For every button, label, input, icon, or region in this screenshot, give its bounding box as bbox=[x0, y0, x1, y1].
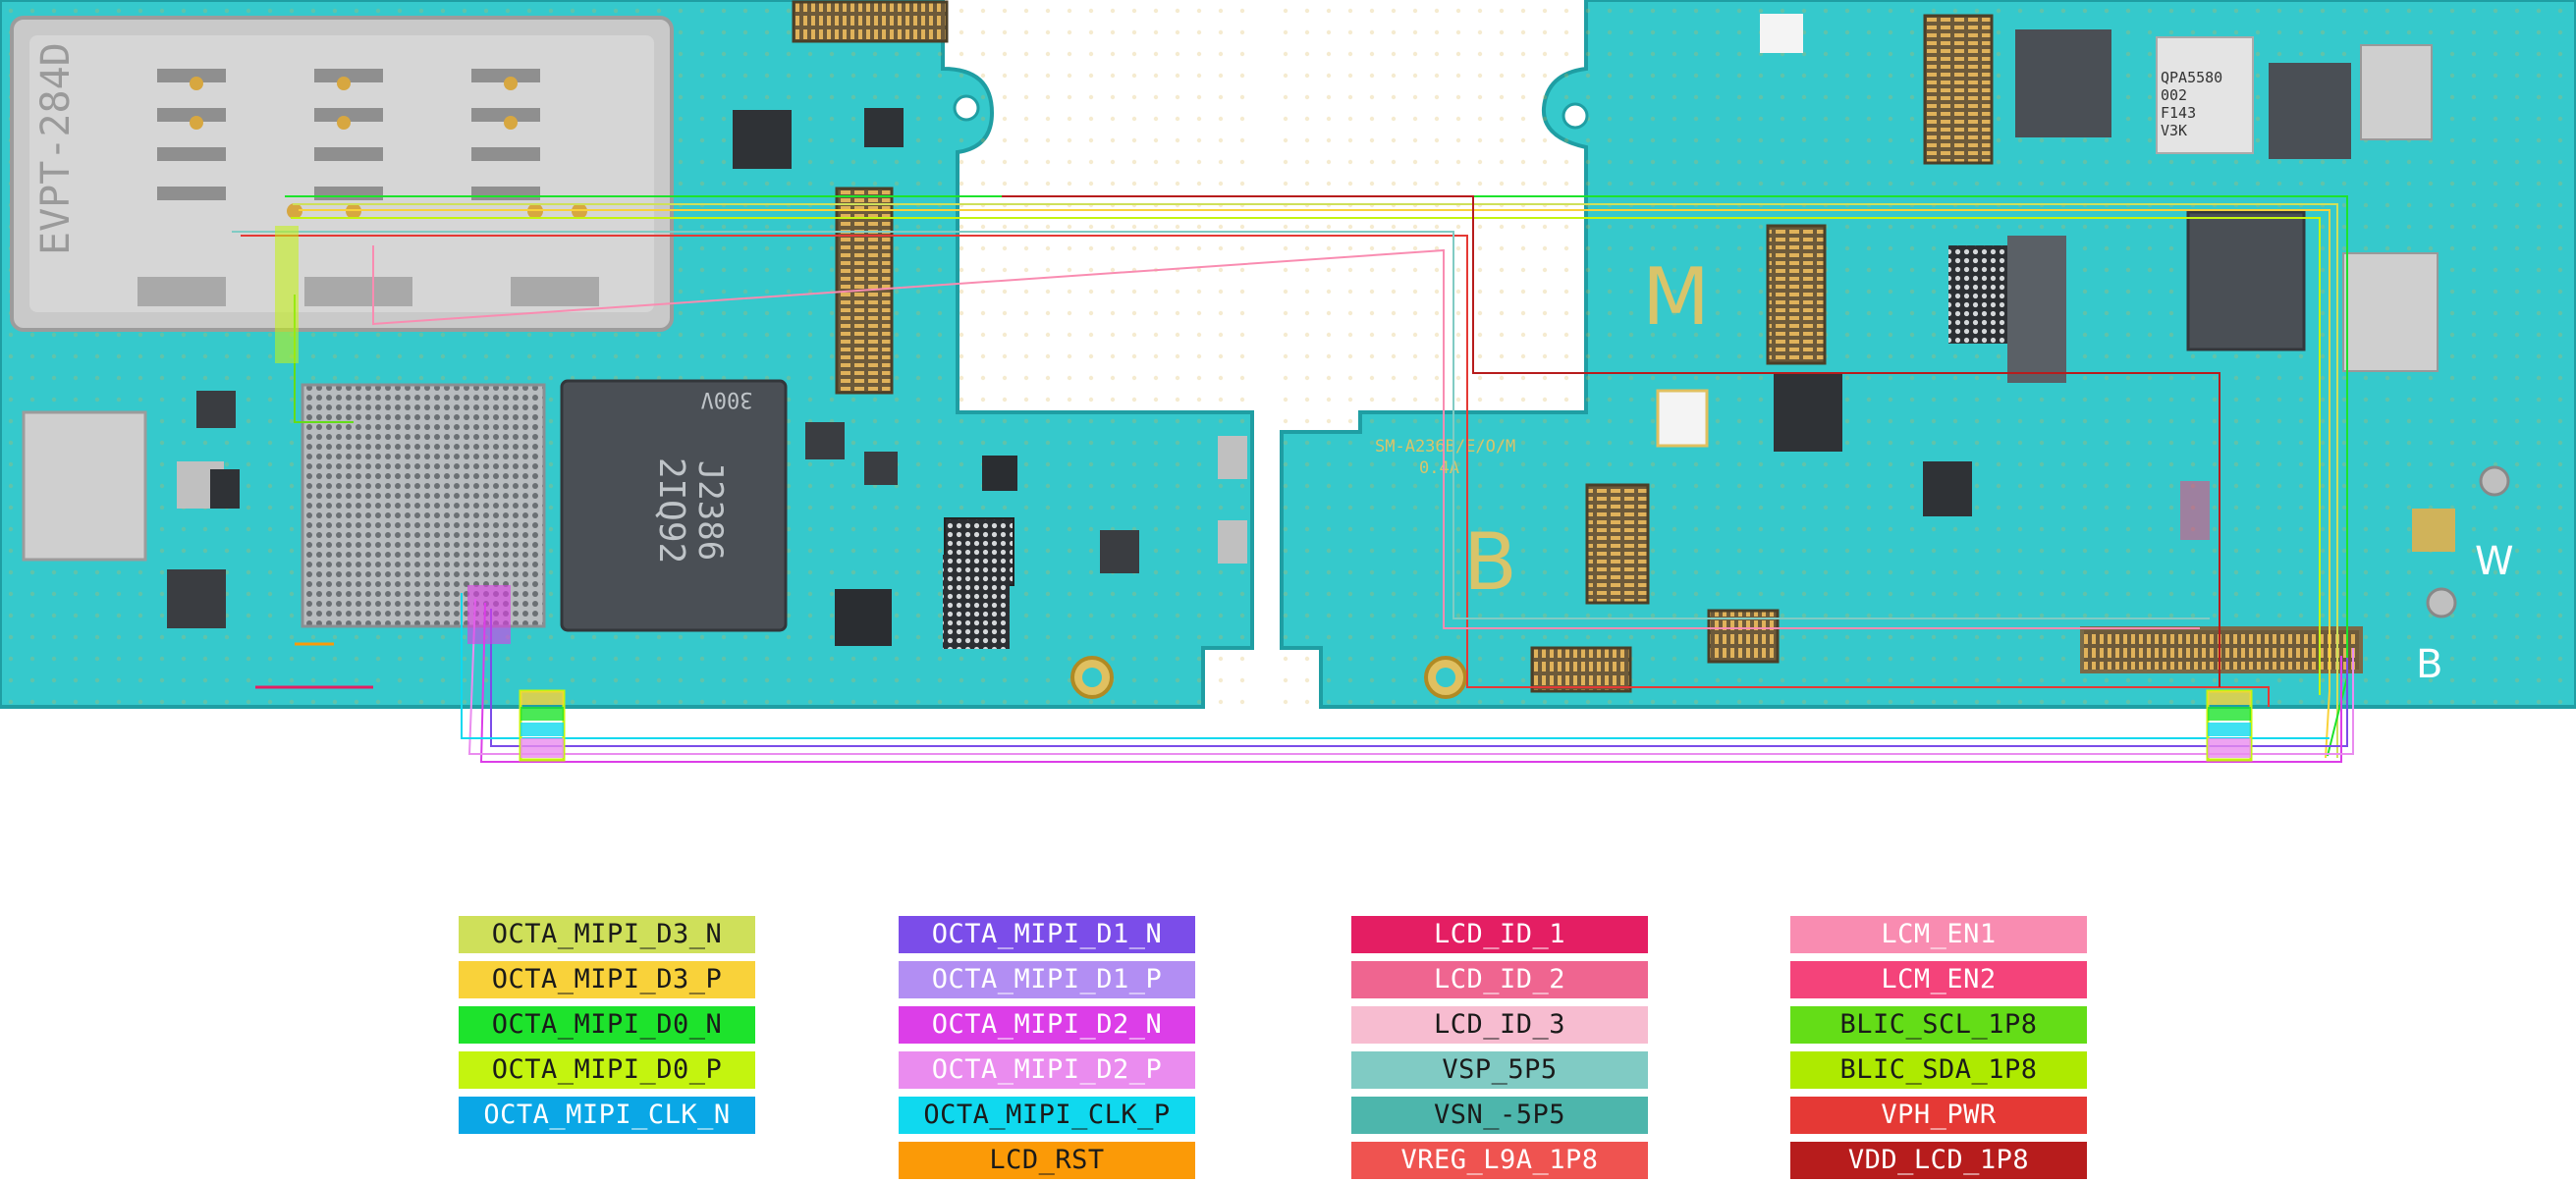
led-component bbox=[1656, 389, 1709, 448]
sub-connector bbox=[1766, 224, 1827, 365]
trace-clk bbox=[461, 593, 2329, 739]
legend-lcd-id-2: LCD_ID_2 bbox=[1351, 961, 1648, 998]
legend-vsp-5p5: VSP_5P5 bbox=[1351, 1051, 1648, 1089]
legend-lcd-rst: LCD_RST bbox=[899, 1142, 1195, 1179]
trace-vdd bbox=[1002, 195, 2220, 687]
board-revision-label: 0.4A bbox=[1419, 458, 1459, 478]
bottom-small-connector bbox=[1530, 646, 1632, 693]
trace-lcm bbox=[372, 245, 2200, 629]
emmc-marking-2: J2386 bbox=[690, 460, 730, 561]
silk-w: W bbox=[2475, 539, 2514, 584]
left-shield-can bbox=[22, 410, 147, 562]
legend-octa-mipi-d3-n: OCTA_MIPI_D3_N bbox=[459, 916, 755, 953]
silk-b-right: B bbox=[2416, 642, 2442, 687]
chip-marking-1: QPA5580 bbox=[2161, 69, 2222, 86]
legend-lcd-id-1: LCD_ID_1 bbox=[1351, 916, 1648, 953]
right-shield-top bbox=[2360, 44, 2433, 140]
legend-octa-mipi-d1-p: OCTA_MIPI_D1_P bbox=[899, 961, 1195, 998]
trace-d0-p bbox=[291, 217, 2321, 695]
trace-vsp bbox=[232, 231, 2210, 619]
dark-chip-a bbox=[1774, 373, 1842, 452]
lcd-flex-connector bbox=[2080, 626, 2363, 673]
emmc-chip bbox=[560, 379, 788, 632]
emmc-marking-3: 300V bbox=[701, 387, 753, 411]
legend-octa-mipi-d0-n: OCTA_MIPI_D0_N bbox=[459, 1006, 755, 1044]
small-bga bbox=[943, 555, 1010, 649]
right-shield-mid bbox=[2342, 252, 2439, 372]
chip-marking-2: 002 bbox=[2161, 86, 2187, 104]
right-board: SM-A236B/E/O/M 0.4A M B B W QPA5580 002 … bbox=[1280, 0, 2576, 709]
chip-marking-3: F143 bbox=[2161, 104, 2196, 122]
legend-lcd-id-3: LCD_ID_3 bbox=[1351, 1006, 1648, 1044]
legend-octa-mipi-d2-n: OCTA_MIPI_D2_N bbox=[899, 1006, 1195, 1044]
white-pad bbox=[1760, 14, 1803, 53]
legend-octa-mipi-clk-p: OCTA_MIPI_CLK_P bbox=[899, 1097, 1195, 1134]
net-traces bbox=[232, 195, 2354, 763]
legend-vdd-lcd-1p8: VDD_LCD_1P8 bbox=[1790, 1142, 2087, 1179]
legend-blic-sda-1p8: BLIC_SDA_1P8 bbox=[1790, 1051, 2087, 1089]
rf-chip bbox=[2015, 29, 2111, 137]
left-components bbox=[167, 94, 1247, 699]
legend-octa-mipi-d0-p: OCTA_MIPI_D0_P bbox=[459, 1051, 755, 1089]
chip-marking-4: V3K bbox=[2161, 122, 2187, 139]
qualcomm-small-chip bbox=[2269, 63, 2351, 159]
emmc-marking-1: 2IQ92 bbox=[651, 457, 691, 564]
trace-d3-n bbox=[293, 203, 2338, 758]
legend-octa-mipi-d1-n: OCTA_MIPI_D1_N bbox=[899, 916, 1195, 953]
legend-lcm-en1: LCM_EN1 bbox=[1790, 916, 2087, 953]
qpa-chip bbox=[2156, 36, 2254, 154]
silk-m: M bbox=[1642, 251, 1710, 343]
qr-code bbox=[2412, 509, 2455, 552]
trace-d1-n bbox=[490, 609, 2348, 747]
lcm-pads bbox=[2180, 481, 2210, 540]
legend-vsn-5p5: VSN_-5P5 bbox=[1351, 1097, 1648, 1134]
legend-blic-scl-1p8: BLIC_SCL_1P8 bbox=[1790, 1006, 2087, 1044]
antenna-point-2 bbox=[2426, 587, 2457, 618]
trace-d3-p bbox=[299, 209, 2330, 759]
sim-contacts bbox=[137, 69, 599, 306]
rf-connector-top bbox=[1923, 14, 1994, 165]
qualcomm-pmic bbox=[2186, 210, 2306, 351]
dark-chip-b bbox=[1923, 461, 1972, 516]
silk-b-left: B bbox=[1463, 516, 1517, 608]
sim-tray-inner bbox=[29, 35, 654, 312]
legend-octa-mipi-d2-p: OCTA_MIPI_D2_P bbox=[899, 1051, 1195, 1089]
legend-octa-mipi-clk-n: OCTA_MIPI_CLK_N bbox=[459, 1097, 755, 1134]
legend-vph-pwr: VPH_PWR bbox=[1790, 1097, 2087, 1134]
trace-vph bbox=[241, 235, 2270, 707]
pad-markers bbox=[275, 226, 2253, 762]
inductor-stack bbox=[2007, 236, 2066, 383]
trace-d2-n bbox=[479, 602, 2342, 763]
mount-hole-right bbox=[1562, 102, 1589, 130]
top-flex-connector bbox=[792, 0, 949, 43]
left-board: EVPT-284D 2IQ92 J2386 300V bbox=[0, 0, 1254, 709]
legend-vreg-l9a-1p8: VREG_L9A_1P8 bbox=[1351, 1142, 1648, 1179]
trace-d2-p bbox=[467, 598, 2354, 755]
cpu-pad-group bbox=[467, 585, 511, 644]
blic-pads bbox=[275, 226, 299, 363]
legend-lcm-en2: LCM_EN2 bbox=[1790, 961, 2087, 998]
sim-tray-label: EVPT-284D bbox=[33, 42, 79, 255]
legend-octa-mipi-d3-p: OCTA_MIPI_D3_P bbox=[459, 961, 755, 998]
antenna-point-1 bbox=[2479, 465, 2510, 497]
battery-connector bbox=[1585, 483, 1650, 605]
board-model-label: SM-A236B/E/O/M bbox=[1375, 437, 1515, 457]
